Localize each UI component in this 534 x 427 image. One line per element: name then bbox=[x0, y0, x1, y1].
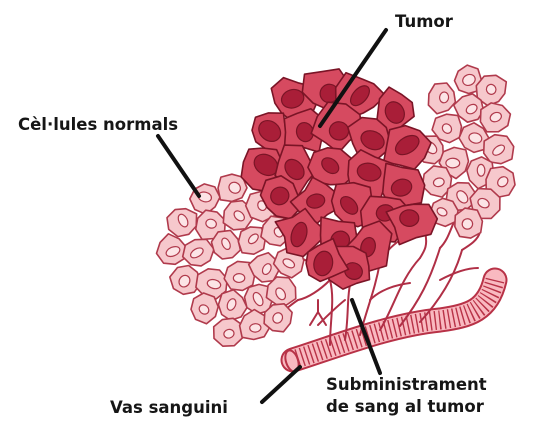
normal-cell-nucleus bbox=[249, 323, 261, 332]
normal-cell bbox=[157, 234, 187, 264]
normal-cell-nucleus bbox=[462, 218, 473, 229]
normal-cell bbox=[214, 318, 243, 346]
normal-cell-nucleus bbox=[439, 92, 449, 104]
normal-cell bbox=[455, 208, 483, 238]
normal-cell bbox=[218, 290, 247, 321]
normal-cell bbox=[211, 230, 240, 259]
blood-supply-label-line-2: de sang al tumor bbox=[326, 397, 484, 417]
normal-cell-nucleus bbox=[446, 158, 460, 168]
normal-cell bbox=[480, 103, 510, 132]
normal-cell bbox=[191, 293, 218, 324]
blood-vessel-leader-line bbox=[262, 367, 300, 402]
normal-cells-leader-line bbox=[158, 136, 199, 196]
normal-cell bbox=[183, 239, 214, 266]
normal-cell bbox=[428, 83, 455, 114]
normal-cell bbox=[167, 209, 197, 237]
blood-vessel bbox=[283, 280, 495, 373]
blood-vessel-label: Vas sanguini bbox=[110, 398, 228, 418]
normal-cell-nucleus bbox=[477, 164, 485, 176]
blood-supply-label-line-1: Subministrament bbox=[326, 375, 487, 395]
normal-cell bbox=[484, 135, 514, 164]
tumor-label: Tumor bbox=[395, 12, 453, 32]
tumor-cell-nucleus bbox=[329, 121, 349, 140]
normal-cell-nucleus bbox=[233, 273, 245, 282]
normal-cells-label: Cèl·lules normals bbox=[18, 115, 178, 135]
tumor-cell-nucleus bbox=[399, 209, 419, 226]
